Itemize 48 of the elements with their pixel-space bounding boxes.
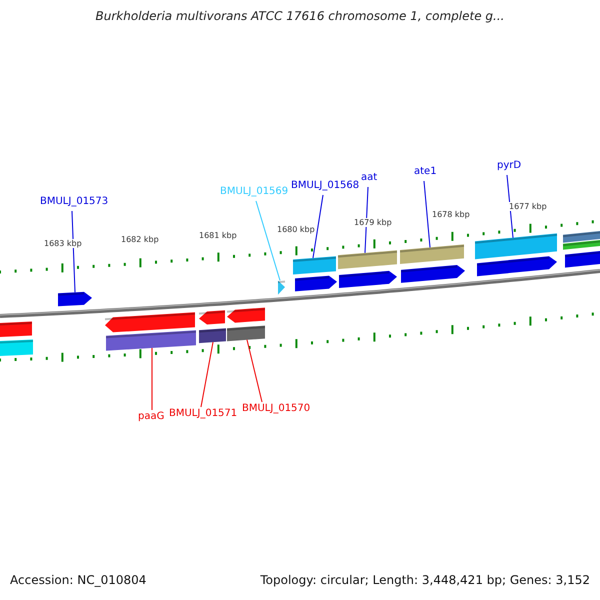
gene-label: ate1	[414, 166, 437, 178]
leader-line	[72, 210, 76, 293]
leader-line	[246, 339, 262, 402]
gene-label: aat	[361, 172, 378, 184]
gene-feature	[562, 231, 600, 243]
gene-label: BMULJ_01568	[291, 180, 360, 192]
gene-feature	[226, 326, 266, 342]
leader-line	[506, 174, 514, 238]
leader-line	[312, 194, 324, 258]
gene-feature	[294, 276, 337, 292]
scale-label: 1681 kbp	[199, 231, 237, 240]
gene-feature	[474, 233, 558, 260]
leader-line	[364, 186, 368, 254]
scale-label: 1679 kbp	[354, 218, 392, 228]
gene-feature	[562, 240, 600, 250]
genome-info-text: Topology: circular; Length: 3,448,421 bp; Genes: 3,152	[260, 574, 590, 588]
scale-label: 1678 kbp	[432, 210, 470, 220]
gene-feature	[338, 270, 397, 288]
gene-feature	[564, 251, 600, 268]
gene-label: BMULJ_01571	[169, 408, 238, 420]
gene-feature	[106, 330, 196, 351]
gene-feature	[0, 322, 32, 337]
gene-label: BMULJ_01569	[220, 186, 288, 198]
gene-feature	[278, 280, 286, 295]
gene-feature	[292, 256, 336, 274]
gene-label: paaG	[138, 411, 164, 422]
leader-line	[256, 200, 280, 281]
leader-line	[200, 342, 214, 408]
accession-text: Accession: NC_010804	[10, 574, 146, 588]
gene-feature	[198, 310, 226, 324]
gene-label: BMULJ_01573	[40, 196, 108, 208]
gene-feature	[226, 308, 266, 323]
scale-label: 1682 kbp	[121, 235, 159, 244]
gene-feature	[338, 250, 398, 270]
title: Burkholderia multivorans ATCC 17616 chromosome 1, complete g...	[94, 10, 506, 24]
gene-label: BMULJ_01570	[242, 403, 310, 414]
scale-label: 1677 kbp	[509, 202, 547, 212]
gene-feature	[198, 328, 226, 344]
gene-feature	[0, 340, 34, 356]
gene-label: pyrD	[497, 160, 522, 172]
scale-label: 1680 kbp	[277, 225, 315, 234]
gene-feature	[400, 265, 465, 283]
gene-feature	[400, 244, 464, 264]
leader-line	[424, 180, 430, 248]
gene-feature	[58, 292, 92, 306]
gene-feature	[476, 256, 557, 276]
gene-feature	[104, 312, 196, 332]
scale-label: 1683 kbp	[44, 239, 82, 248]
